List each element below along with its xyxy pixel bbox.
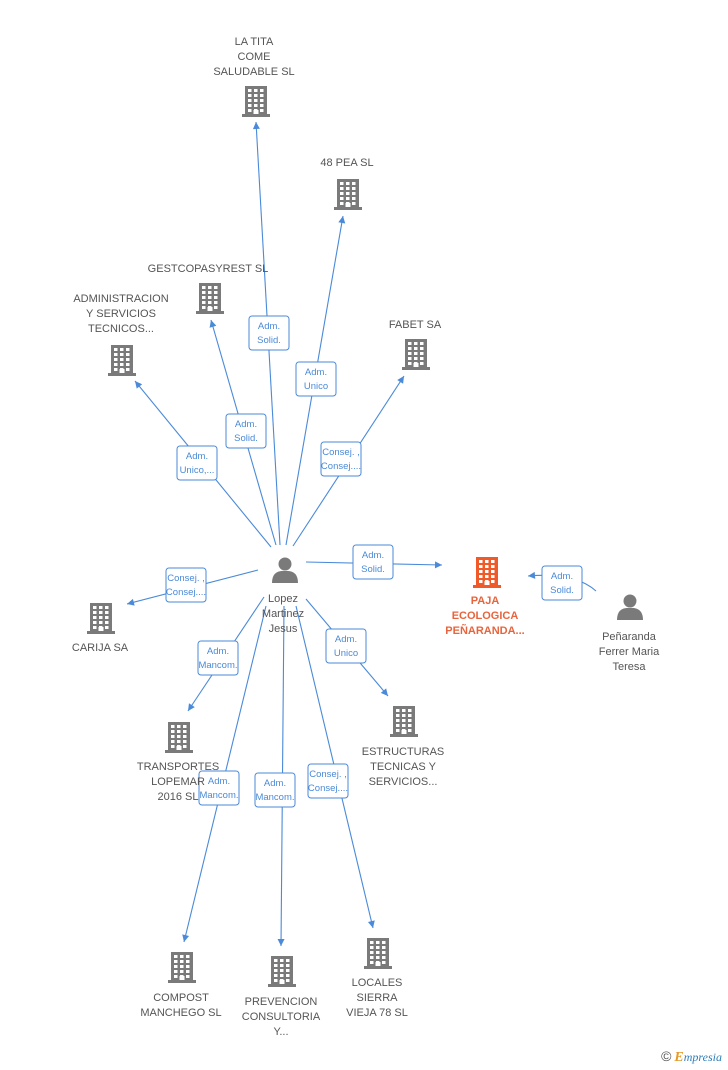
arrowhead <box>434 561 442 569</box>
copyright-symbol: © <box>661 1048 672 1064</box>
edge-lopez-to-prevencion: Adm. Mancom. <box>254 605 296 947</box>
building-icon[interactable] <box>268 956 296 987</box>
node-label-gestcopa[interactable]: GESTCOPASYREST SL <box>148 263 269 275</box>
building-icon[interactable] <box>242 86 270 117</box>
edge-role-text: Mancom. <box>199 790 238 801</box>
edge-role-label[interactable]: Adm. Solid. <box>248 315 290 351</box>
edge-role-label[interactable]: Adm. Solid. <box>541 565 583 601</box>
building-icon[interactable] <box>168 952 196 983</box>
edge-role-text: Mancom. <box>198 660 237 671</box>
arrowhead <box>135 381 143 389</box>
edge-role-label[interactable]: Adm. Mancom. <box>254 772 296 808</box>
edge-lopez-to-latita: Adm. Solid. <box>248 121 290 546</box>
edge-role-text: Adm. <box>207 646 229 657</box>
empresia-logo: ©Empresia <box>661 1048 722 1066</box>
edge-role-text: Consej.... <box>321 461 361 472</box>
arrowhead <box>182 934 190 942</box>
arrowhead <box>338 216 346 224</box>
edge-role-text: Adm. <box>362 550 384 561</box>
arrowhead <box>188 703 195 711</box>
edge-role-label[interactable]: Adm. Solid. <box>352 544 394 580</box>
edge-role-text: Mancom. <box>255 792 294 803</box>
edge-lopez-to-gestcopa: Adm. Solid. <box>209 319 277 546</box>
edge-lopez-to-fabet: Consej. , Consej.... <box>292 375 405 547</box>
arrowhead <box>252 122 260 130</box>
building-icon[interactable] <box>108 345 136 376</box>
edge-role-text: Solid. <box>257 335 281 346</box>
edge-role-label[interactable]: Consej. , Consej.... <box>307 763 349 799</box>
building-icon[interactable] <box>196 283 224 314</box>
edge-role-text: Unico <box>304 381 328 392</box>
edge-lopez-to-pea48: Adm. Unico <box>285 215 346 546</box>
edge-lopez-to-carija: Consej. , Consej.... <box>126 567 259 606</box>
edge-role-text: Unico,... <box>180 465 215 476</box>
arrowhead <box>367 920 375 928</box>
edge-lopez-to-locales: Consej. , Consej.... <box>295 605 375 929</box>
edge-role-text: Consej. , <box>167 573 205 584</box>
edge-lopez-to-compost: Adm. Mancom. <box>182 605 267 943</box>
node-label-fabet[interactable]: FABET SA <box>389 319 442 331</box>
building-icon[interactable] <box>165 722 193 753</box>
building-icon[interactable] <box>402 339 430 370</box>
edge-role-label[interactable]: Adm. Unico,... <box>176 445 218 481</box>
edge-role-text: Adm. <box>264 778 286 789</box>
arrowhead <box>277 938 285 946</box>
edge-role-text: Adm. <box>258 321 280 332</box>
edge-role-text: Adm. <box>186 451 208 462</box>
edge-lopez-to-transportes: Adm. Mancom. <box>187 596 265 712</box>
edge-role-text: Adm. <box>305 367 327 378</box>
edge-lopez-to-admin: Adm. Unico,... <box>134 380 272 548</box>
building-icon[interactable] <box>334 179 362 210</box>
node-label-pea48[interactable]: 48 PEA SL <box>320 157 373 169</box>
edge-role-text: Solid. <box>234 433 258 444</box>
edge-role-text: Consej. , <box>309 769 347 780</box>
edge-role-text: Consej.... <box>166 587 206 598</box>
edge-role-text: Solid. <box>361 564 385 575</box>
edge-role-text: Solid. <box>550 585 574 596</box>
person-icon[interactable] <box>617 594 643 621</box>
edge-role-text: Adm. <box>208 776 230 787</box>
edge-role-text: Adm. <box>551 571 573 582</box>
edge-role-text: Adm. <box>235 419 257 430</box>
edge-role-text: Unico <box>334 648 358 659</box>
arrowhead <box>209 320 217 328</box>
edge-role-label[interactable]: Adm. Unico <box>295 361 337 397</box>
edge-role-text: Adm. <box>335 634 357 645</box>
brand-initial: E <box>674 1050 684 1065</box>
building-icon[interactable] <box>390 706 418 737</box>
edge-role-label[interactable]: Consej. , Consej.... <box>320 441 362 477</box>
brand-name: mpresia <box>683 1050 722 1064</box>
edge-penaranda-to-paja: Adm. Solid. <box>527 565 597 601</box>
edge-role-text: Consej. , <box>322 447 360 458</box>
edge-role-label[interactable]: Adm. Solid. <box>225 413 267 449</box>
edge-role-text: Consej.... <box>308 783 348 794</box>
edge-role-label[interactable]: Adm. Mancom. <box>197 640 239 676</box>
arrowhead <box>397 376 404 384</box>
edge-role-label[interactable]: Adm. Mancom. <box>198 770 240 806</box>
person-icon[interactable] <box>272 557 298 584</box>
arrowhead <box>380 688 388 696</box>
building-icon[interactable] <box>364 938 392 969</box>
arrowhead <box>127 598 135 606</box>
edge-role-label[interactable]: Consej. , Consej.... <box>165 567 207 603</box>
edge-lopez-to-estructuras: Adm. Unico <box>305 598 389 697</box>
arrowhead <box>528 571 536 579</box>
edge-role-label[interactable]: Adm. Unico <box>325 628 367 664</box>
building-icon[interactable] <box>473 557 501 588</box>
building-icon[interactable] <box>87 603 115 634</box>
edge-lopez-to-paja: Adm. Solid. <box>305 544 443 580</box>
node-label-carija[interactable]: CARIJA SA <box>72 642 129 654</box>
